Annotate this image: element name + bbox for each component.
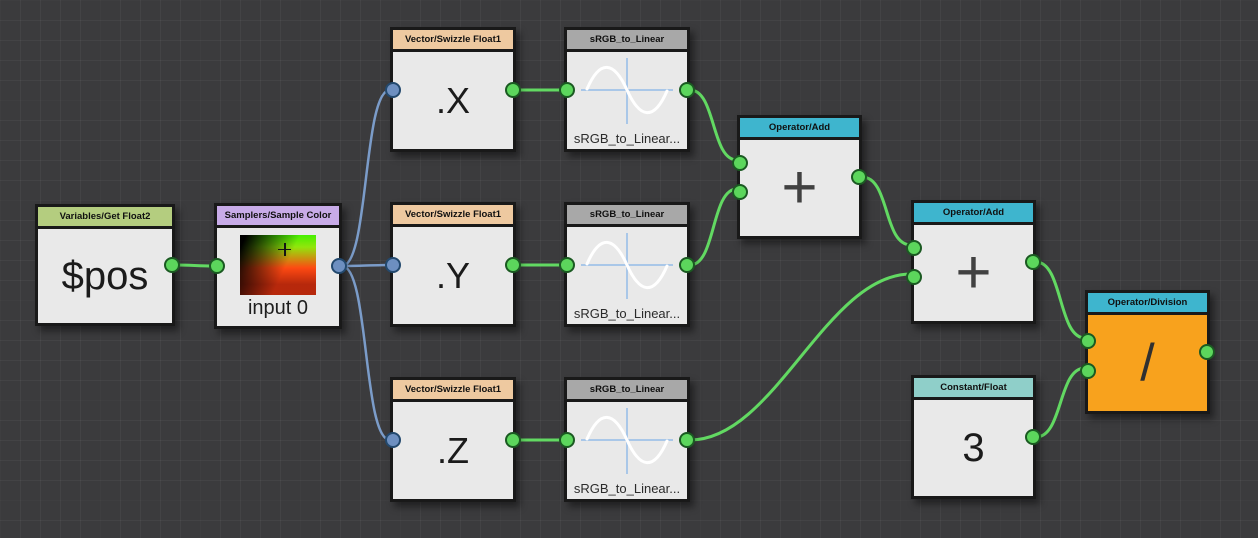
node-variables-get-float2[interactable]: Variables/Get Float2 $pos bbox=[35, 204, 180, 326]
output-port[interactable] bbox=[679, 431, 695, 448]
wire-add-2-to-division[interactable] bbox=[1034, 260, 1087, 340]
node-samplers-sample-color[interactable]: Samplers/Sample Color input 0 bbox=[209, 203, 347, 329]
node-operator-add-2[interactable]: Operator/Add + bbox=[906, 200, 1041, 324]
node-caption: sRGB_to_Linear... bbox=[573, 481, 681, 496]
node-header: Vector/Swizzle Float1 bbox=[393, 30, 513, 52]
node-header: sRGB_to_Linear bbox=[567, 380, 687, 402]
node-header: Samplers/Sample Color bbox=[217, 206, 339, 228]
curve-preview-icon bbox=[581, 408, 673, 474]
picker-crosshair-icon bbox=[278, 242, 291, 256]
node-header: Vector/Swizzle Float1 bbox=[393, 380, 513, 402]
output-port[interactable] bbox=[331, 258, 347, 274]
color-gradient-preview[interactable] bbox=[240, 234, 316, 295]
input-port-b[interactable] bbox=[906, 269, 922, 285]
input-port-a[interactable] bbox=[1080, 333, 1096, 349]
node-operator-division[interactable]: Operator/Division / bbox=[1080, 290, 1215, 414]
curve-preview-icon bbox=[581, 58, 673, 124]
output-port[interactable] bbox=[679, 256, 695, 273]
node-header: sRGB_to_Linear bbox=[567, 30, 687, 52]
node-swizzle-z[interactable]: Vector/Swizzle Float1 .Z bbox=[385, 377, 521, 502]
node-value: $pos bbox=[61, 253, 149, 298]
node-swizzle-x[interactable]: Vector/Swizzle Float1 .X bbox=[385, 27, 521, 152]
input-port-b[interactable] bbox=[732, 184, 748, 200]
node-caption: sRGB_to_Linear... bbox=[573, 131, 681, 146]
input-port-a[interactable] bbox=[732, 155, 748, 171]
output-port[interactable] bbox=[164, 257, 180, 273]
node-srgb-to-linear-3[interactable]: sRGB_to_Linear sRGB_to_Linear... bbox=[559, 377, 695, 502]
node-header: sRGB_to_Linear bbox=[567, 205, 687, 227]
node-value: 3 bbox=[962, 425, 985, 470]
wire-add-1-to-add-2[interactable] bbox=[860, 175, 913, 247]
input-port[interactable] bbox=[559, 256, 575, 273]
node-srgb-to-linear-1[interactable]: sRGB_to_Linear sRGB_to_Linear... bbox=[559, 27, 695, 152]
node-value: / bbox=[1140, 334, 1155, 392]
node-caption: input 0 bbox=[247, 296, 309, 319]
node-header: Operator/Add bbox=[740, 118, 859, 140]
wire-srgb-3-to-add-2[interactable] bbox=[688, 272, 913, 442]
output-port[interactable] bbox=[505, 431, 521, 448]
output-port[interactable] bbox=[1199, 344, 1215, 360]
input-port[interactable] bbox=[385, 431, 401, 448]
input-port[interactable] bbox=[559, 431, 575, 448]
node-value: + bbox=[781, 152, 818, 222]
node-value: .X bbox=[435, 79, 470, 121]
node-value: .Y bbox=[435, 254, 470, 296]
wire-srgb-2-to-add-1[interactable] bbox=[688, 187, 739, 267]
node-operator-add-1[interactable]: Operator/Add + bbox=[732, 115, 867, 239]
wire-srgb-1-to-add-1[interactable] bbox=[688, 88, 739, 162]
output-port[interactable] bbox=[679, 81, 695, 98]
output-port[interactable] bbox=[1025, 429, 1041, 445]
node-caption: sRGB_to_Linear... bbox=[573, 306, 681, 321]
wire-sample-color-to-swizzle-z[interactable] bbox=[340, 264, 392, 442]
input-port-a[interactable] bbox=[906, 240, 922, 256]
node-header: Operator/Add bbox=[914, 203, 1033, 225]
curve-preview-icon bbox=[581, 233, 673, 299]
input-port[interactable] bbox=[209, 258, 225, 274]
wire-sample-color-to-swizzle-y[interactable] bbox=[340, 263, 392, 268]
input-port[interactable] bbox=[385, 256, 401, 273]
node-constant-float[interactable]: Constant/Float 3 bbox=[911, 375, 1041, 499]
output-port[interactable] bbox=[851, 169, 867, 185]
node-value: + bbox=[955, 237, 992, 307]
node-swizzle-y[interactable]: Vector/Swizzle Float1 .Y bbox=[385, 202, 521, 327]
node-header: Operator/Division bbox=[1088, 293, 1207, 315]
node-header: Vector/Swizzle Float1 bbox=[393, 205, 513, 227]
node-header: Constant/Float bbox=[914, 378, 1033, 400]
output-port[interactable] bbox=[505, 256, 521, 273]
node-value: .Z bbox=[437, 429, 469, 471]
node-header: Variables/Get Float2 bbox=[38, 207, 172, 229]
wire-sample-color-to-swizzle-x[interactable] bbox=[340, 88, 392, 268]
input-port[interactable] bbox=[385, 81, 401, 98]
input-port-b[interactable] bbox=[1080, 363, 1096, 379]
wire-constant-to-division[interactable] bbox=[1034, 366, 1087, 439]
node-srgb-to-linear-2[interactable]: sRGB_to_Linear sRGB_to_Linear... bbox=[559, 202, 695, 327]
output-port[interactable] bbox=[505, 81, 521, 98]
output-port[interactable] bbox=[1025, 254, 1041, 270]
input-port[interactable] bbox=[559, 81, 575, 98]
